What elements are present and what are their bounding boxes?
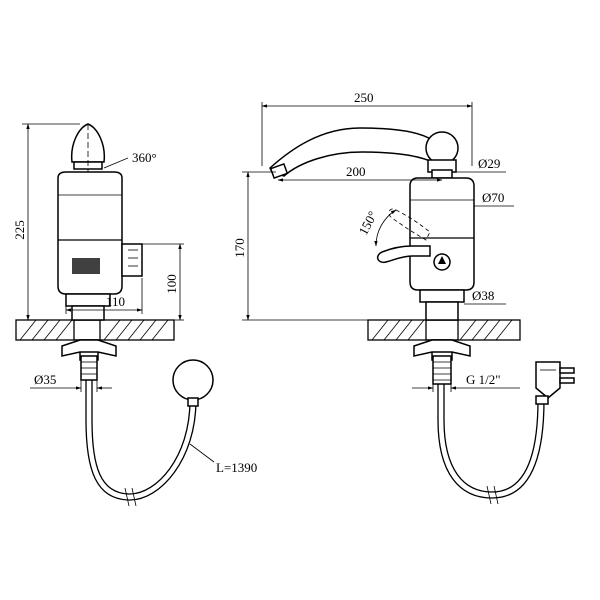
right-wing-nut	[413, 339, 471, 357]
left-display-window	[72, 258, 100, 274]
dim-250-label: 250	[354, 90, 374, 105]
dim-150: 150°	[355, 209, 397, 247]
dim-150-label: 150°	[355, 209, 380, 238]
dim-100: 100	[142, 243, 184, 321]
dim-360: 360°	[103, 150, 157, 169]
right-handle-collar	[431, 169, 453, 179]
left-view: 225 360° 110 100 Ø35	[12, 123, 257, 507]
right-lever	[376, 245, 431, 264]
dim-200: 200	[277, 164, 443, 182]
dim-d29-label: Ø29	[478, 156, 500, 171]
dim-d38: Ø38	[464, 288, 506, 305]
dim-d35: Ø35	[30, 372, 112, 392]
dim-170-label: 170	[232, 238, 247, 258]
right-heater-body	[409, 177, 475, 291]
right-plug	[535, 361, 575, 405]
dim-170: 170	[232, 171, 368, 321]
dim-200-label: 200	[346, 164, 366, 179]
dim-d35-label: Ø35	[34, 372, 56, 387]
dim-cable-length: L=1390	[189, 443, 257, 475]
rotation-label: 360°	[132, 150, 157, 165]
right-base-flange	[419, 289, 465, 303]
left-wing-nut	[61, 339, 117, 357]
dim-100-label: 100	[164, 274, 179, 294]
dim-d29: Ø29	[456, 156, 506, 173]
left-base-flange	[65, 293, 111, 307]
dim-thread: G 1/2"	[412, 372, 520, 392]
right-view: 250 200 170 Ø29 Ø70 150°	[232, 90, 575, 505]
left-plug	[172, 359, 214, 401]
right-cable	[437, 384, 545, 499]
right-aerator	[269, 162, 289, 180]
left-cable	[85, 380, 197, 501]
dim-225: 225	[12, 123, 80, 321]
left-side-box	[121, 243, 143, 277]
right-handle-knob	[425, 131, 459, 165]
dim-225-label: 225	[12, 220, 27, 240]
dim-d70: Ø70	[474, 190, 514, 207]
right-lever-rotated	[388, 208, 431, 241]
left-heater-body	[57, 171, 123, 295]
dim-250: 250	[261, 90, 473, 166]
cable-length-label: L=1390	[216, 460, 257, 475]
dim-d70-label: Ø70	[482, 190, 504, 205]
dim-110-label: 110	[106, 294, 125, 309]
left-countertop	[15, 319, 175, 341]
dim-d38-label: Ø38	[472, 288, 494, 303]
dim-110: 110	[65, 278, 143, 314]
right-countertop	[367, 319, 521, 341]
thread-label: G 1/2"	[466, 372, 501, 387]
